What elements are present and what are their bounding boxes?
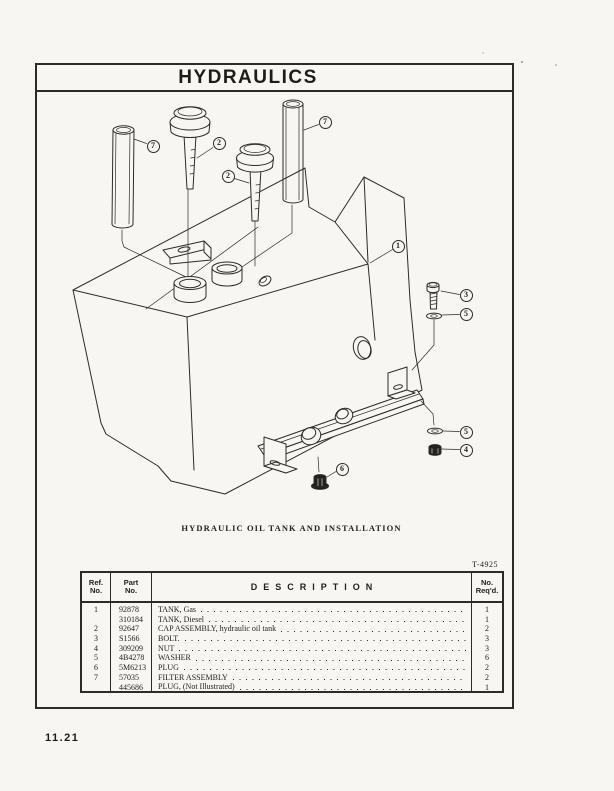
header-description: DESCRIPTION <box>152 573 472 603</box>
dot-leader <box>195 653 467 664</box>
row-description: BOLT. <box>152 634 472 644</box>
figure-reference: T-4925 <box>472 560 498 569</box>
row-ref-no: 1 <box>82 603 111 615</box>
dot-leader <box>232 672 467 683</box>
row-description: TANK, Diesel <box>152 614 472 625</box>
callout-6: 6 <box>335 462 349 476</box>
row-no-reqd: 1 <box>485 614 489 624</box>
row-ref-no: 2 <box>82 624 111 635</box>
callout-2: 2 <box>221 169 235 183</box>
callout-7: 7 <box>318 115 332 129</box>
callout-2: 2 <box>212 136 226 150</box>
callout-5: 5 <box>459 307 473 321</box>
callout-5: 5 <box>459 425 473 439</box>
row-description: TANK, Gas <box>152 603 472 615</box>
row-part-no: 92647 <box>111 624 152 635</box>
row-no-reqd: 6 <box>485 653 489 663</box>
dot-leader <box>184 634 467 644</box>
row-ref-no: 3 <box>82 634 111 644</box>
row-description: CAP ASSEMBLY, hydraulic oil tank <box>152 624 472 635</box>
dot-leader <box>239 682 467 693</box>
page-number: 11.21 <box>45 732 80 744</box>
row-part-no: 4B4278 <box>111 653 152 664</box>
row-part-no: 5M6213 <box>111 663 152 673</box>
row-part-no: 445686 <box>111 682 152 693</box>
dot-leader <box>183 663 467 673</box>
row-description: PLUG <box>152 663 472 673</box>
parts-table: Ref. No. Part No. DESCRIPTION No. Req'd.… <box>80 571 504 693</box>
dot-leader <box>179 643 467 654</box>
callout-1: 1 <box>391 239 405 253</box>
dot-leader <box>209 614 467 625</box>
page-border-box: HYDRAULICS HYDRAULIC OIL TANK AND INSTAL… <box>35 63 514 709</box>
row-no-reqd: 3 <box>485 643 489 653</box>
dot-leader <box>201 605 467 615</box>
row-description: PLUG, (Not Illustrated) <box>152 682 472 693</box>
callout-3: 3 <box>459 288 473 302</box>
row-description: FILTER ASSEMBLY <box>152 672 472 683</box>
title-band: HYDRAULICS <box>37 65 512 92</box>
row-part-no: 309209 <box>111 643 152 654</box>
header-part-no: Part No. <box>111 573 152 603</box>
dot-leader <box>281 624 467 635</box>
row-description: WASHER <box>152 653 472 664</box>
header-no-reqd: No. Req'd. <box>472 573 502 603</box>
row-no-reqd: 3 <box>485 634 489 644</box>
row-ref-no <box>82 682 111 693</box>
row-part-no: 57035 <box>111 672 152 683</box>
row-no-reqd: 2 <box>485 624 489 634</box>
row-no-reqd: 2 <box>485 672 489 682</box>
row-no-reqd: 1 <box>485 682 489 692</box>
page-title: HYDRAULICS <box>178 66 318 88</box>
row-part-no: 310184 <box>111 614 152 625</box>
figure-caption: HYDRAULIC OIL TANK AND INSTALLATION <box>181 523 402 533</box>
callout-7: 7 <box>146 139 160 153</box>
row-ref-no: 5 <box>82 653 111 664</box>
row-no-reqd: 1 <box>485 605 489 614</box>
row-no-reqd: 2 <box>485 663 489 673</box>
row-ref-no: 4 <box>82 643 111 654</box>
header-ref-no: Ref. No. <box>82 573 111 603</box>
row-part-no: 92878 <box>111 603 152 615</box>
row-ref-no <box>82 614 111 625</box>
row-ref-no: 7 <box>82 672 111 683</box>
callout-4: 4 <box>459 443 473 457</box>
row-part-no: S1566 <box>111 634 152 644</box>
row-ref-no: 6 <box>82 663 111 673</box>
row-description: NUT <box>152 643 472 654</box>
